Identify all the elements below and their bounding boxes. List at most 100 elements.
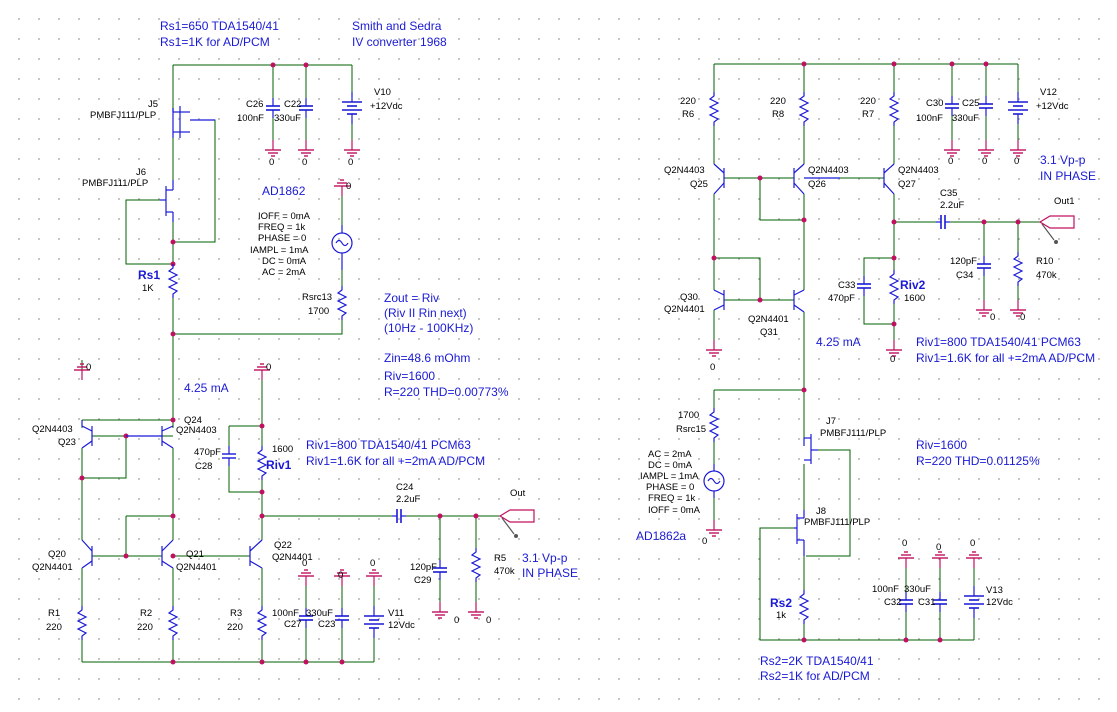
c26-name: C26 bbox=[246, 99, 263, 110]
r6-name: R6 bbox=[682, 109, 694, 120]
j8-part: PMBFJ111/PLP bbox=[804, 517, 870, 528]
current-note: 4.25 mA bbox=[184, 381, 229, 395]
c31-value: 330uF bbox=[904, 584, 931, 595]
source-param: DC = 0mA bbox=[648, 460, 693, 471]
right-wiring bbox=[713, 63, 1040, 641]
gnd-label: 0 bbox=[486, 615, 491, 626]
source-param: PHASE = 0 bbox=[258, 233, 306, 244]
q25-part: Q2N4403 bbox=[664, 165, 705, 176]
r2-value: 220 bbox=[137, 622, 153, 633]
source-param: PHASE = 0 bbox=[646, 482, 694, 493]
c35-value: 2.2uF bbox=[940, 200, 964, 211]
junction-dots bbox=[79, 61, 1021, 665]
left-part-labels: J5 PMBFJ111/PLP J6 PMBFJ111/PLP C26 100n… bbox=[32, 87, 526, 633]
reference-line-2: IV converter 1968 bbox=[352, 35, 447, 49]
source-param: AC = 2mA bbox=[262, 267, 306, 278]
q24-name: Q24 bbox=[184, 415, 202, 426]
out1-label: Out1 bbox=[1054, 196, 1075, 207]
r3-value: 220 bbox=[227, 622, 243, 633]
source-param: FREQ = 1k bbox=[648, 493, 695, 504]
riv2-value: 1600 bbox=[904, 293, 925, 304]
c27-name: C27 bbox=[284, 619, 301, 630]
right-notes: 3.1 Vp-p IN PHASE Riv2 4.25 mA Riv1=800 … bbox=[636, 153, 1096, 683]
j6-name: J6 bbox=[136, 167, 146, 178]
q30-name: Q30 bbox=[680, 292, 698, 303]
c28-value: 470pF bbox=[194, 447, 221, 458]
rs1-name: Rs1 bbox=[138, 268, 160, 282]
gnd-label: 0 bbox=[370, 558, 375, 569]
v10-value: +12Vdc bbox=[370, 101, 403, 112]
r1-name: R1 bbox=[48, 608, 60, 619]
gnd-label: 0 bbox=[338, 570, 343, 581]
q31-part: Q2N4401 bbox=[748, 314, 789, 325]
c26-value: 100nF bbox=[237, 113, 264, 124]
j7-part: PMBFJ111/PLP bbox=[820, 428, 886, 439]
v12-value: +12Vdc bbox=[1036, 101, 1069, 112]
source-param: IAMPL = 1mA bbox=[640, 471, 699, 482]
zout-line-2: (Riv II Rin next) bbox=[384, 306, 467, 320]
current-note-right: 4.25 mA bbox=[816, 335, 861, 349]
vpp-note-right: 3.1 Vp-p bbox=[1040, 153, 1086, 167]
gnd-label: 0 bbox=[348, 157, 353, 168]
c30-name: C30 bbox=[926, 98, 943, 109]
source-param: DC = 0mA bbox=[262, 256, 307, 267]
r5-name: R5 bbox=[494, 553, 506, 564]
riv-note-right: Riv=1600 bbox=[916, 438, 967, 452]
thd-note-right: R=220 THD=0.01125% bbox=[916, 454, 1040, 468]
q23-name: Q23 bbox=[58, 437, 76, 448]
ad1862a-label: AD1862a bbox=[636, 529, 686, 543]
right-part-labels: 220 R6 220 R8 220 R7 C30 100nF C25 330uF… bbox=[640, 87, 1075, 621]
v10-name: V10 bbox=[374, 87, 391, 98]
gnd-label: 0 bbox=[302, 157, 307, 168]
j6-part: PMBFJ111/PLP bbox=[82, 178, 148, 189]
q24-part: Q2N4403 bbox=[176, 425, 217, 436]
j5-name: J5 bbox=[148, 99, 158, 110]
rsrc15-value: 1700 bbox=[678, 410, 699, 421]
gnd-label: 0 bbox=[86, 362, 91, 373]
riv1-note-1-right: Riv1=800 TDA1540/41 PCM63 bbox=[916, 335, 1081, 349]
r10-name: R10 bbox=[1036, 256, 1053, 267]
left-wiring bbox=[81, 64, 500, 663]
q23-part: Q2N4403 bbox=[32, 424, 73, 435]
in-phase-note: IN PHASE bbox=[522, 566, 578, 580]
reference-line-1: Smith and Sedra bbox=[352, 19, 442, 33]
c34-name: C34 bbox=[956, 270, 973, 281]
rs2-note-2: Rs2=1K for AD/PCM bbox=[760, 669, 870, 683]
out-label: Out bbox=[510, 488, 526, 499]
q30-part: Q2N4401 bbox=[664, 304, 705, 315]
riv1-value: 1600 bbox=[272, 444, 293, 455]
note-rs1-a: Rs1=650 TDA1540/41 bbox=[160, 19, 279, 33]
gnd-label: 0 bbox=[948, 156, 953, 167]
c23-value: 330uF bbox=[306, 608, 333, 619]
rs2-value: 1k bbox=[776, 610, 786, 621]
left-notes: AD1862 Rs1 Zout = Riv (Riv II Rin next) … bbox=[138, 184, 578, 580]
c32-value: 100nF bbox=[872, 584, 899, 595]
source-param: FREQ = 1k bbox=[258, 222, 305, 233]
rs2-name: Rs2 bbox=[770, 596, 792, 610]
r7-value: 220 bbox=[860, 96, 876, 107]
r2-name: R2 bbox=[140, 608, 152, 619]
q26-name: Q26 bbox=[808, 179, 826, 190]
c30-value: 100nF bbox=[916, 113, 943, 124]
in-phase-note-right: IN PHASE bbox=[1040, 169, 1096, 183]
v11-name: V11 bbox=[388, 608, 404, 619]
c33-name: C33 bbox=[838, 280, 855, 291]
r5-value: 470k bbox=[494, 566, 515, 577]
q21-name: Q21 bbox=[186, 549, 204, 560]
r6-value: 220 bbox=[680, 96, 696, 107]
j5-part: PMBFJ111/PLP bbox=[90, 110, 156, 121]
c22-name: C22 bbox=[284, 99, 301, 110]
gnd-label: 0 bbox=[266, 362, 271, 373]
c33-value: 470pF bbox=[828, 293, 855, 304]
gnd-label: 0 bbox=[890, 354, 895, 365]
vpp-note: 3.1 Vp-p bbox=[522, 551, 568, 565]
c23-name: C23 bbox=[318, 619, 335, 630]
q20-part: Q2N4401 bbox=[32, 562, 73, 573]
r7-name: R7 bbox=[862, 109, 874, 120]
rsrc15-name: Rsrc15 bbox=[676, 424, 706, 435]
rs2-note-1: Rs2=2K TDA1540/41 bbox=[760, 654, 874, 668]
thd-note: R=220 THD=0.00773% bbox=[384, 385, 509, 399]
c24-name: C24 bbox=[396, 482, 413, 493]
q31-name: Q31 bbox=[760, 327, 778, 338]
